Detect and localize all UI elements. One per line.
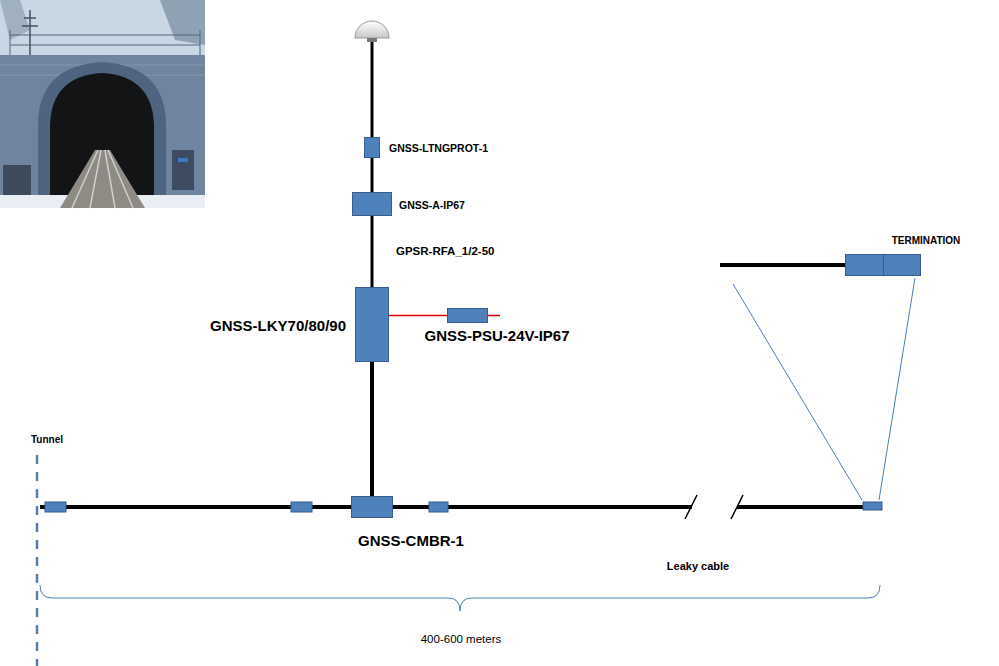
cable-name: GPSR-RFA_1/2-50 [396, 245, 494, 259]
photo-sign [178, 158, 188, 162]
photo-portal-frame [38, 62, 166, 208]
tunnel-boundary [36, 455, 39, 666]
component-box: GNSS-PSU-24V-IP67 [447, 308, 488, 323]
cable [371, 216, 374, 287]
part-name: GNSS-PSU-24V-IP67 [424, 327, 569, 345]
power-wire [488, 315, 500, 317]
part-name: TERMINATION [892, 235, 961, 247]
break-mark [685, 495, 697, 519]
photo-rails [72, 150, 133, 208]
antenna-base [367, 38, 377, 42]
photo-door [3, 165, 31, 198]
photo-sky [0, 0, 205, 208]
photo-mast [22, 10, 38, 55]
leaky-cable-end [720, 263, 845, 267]
antenna-cable [371, 42, 374, 137]
leaky-cable [737, 505, 870, 509]
photo-tunnel-opening [50, 73, 154, 208]
component-box: GNSS-LKY70/80/90 [355, 287, 389, 362]
component-box: GNSS-A-IP67 [352, 192, 392, 216]
part-name: GNSS-A-IP67 [399, 199, 465, 212]
connector [45, 502, 66, 512]
component-box: GNSS-LTNGPROT-1 [364, 137, 380, 158]
annotation: Leaky cable [667, 560, 729, 573]
photo-ballast [60, 150, 145, 208]
cable [389, 315, 447, 317]
part-name: GNSS-LKY70/80/90 [210, 317, 346, 335]
connector [429, 502, 448, 512]
photo-cabinet [172, 150, 194, 190]
leader-line [879, 278, 915, 500]
part-name: GNSS-CMBR-1 [358, 532, 464, 550]
break-mark [731, 495, 743, 519]
antenna-dome [355, 21, 389, 38]
connector [291, 502, 312, 512]
component-box: TERMINATION [845, 254, 921, 276]
dimension-brace [40, 585, 880, 611]
box-divider [846, 255, 884, 275]
photo-wall [0, 55, 205, 208]
annotation: 400-600 meters [421, 633, 502, 647]
cable [371, 158, 374, 192]
part-name: GNSS-LTNGPROT-1 [389, 142, 488, 155]
photo-tree [0, 0, 30, 40]
leader-line [733, 284, 862, 500]
annotation: Tunnel [31, 434, 63, 446]
photo-tree [160, 0, 205, 45]
tunnel-photo [0, 0, 205, 208]
connector [863, 502, 882, 510]
component-box: GNSS-CMBR-1 [351, 496, 393, 518]
cable [370, 362, 374, 496]
photo-fence [10, 30, 200, 55]
